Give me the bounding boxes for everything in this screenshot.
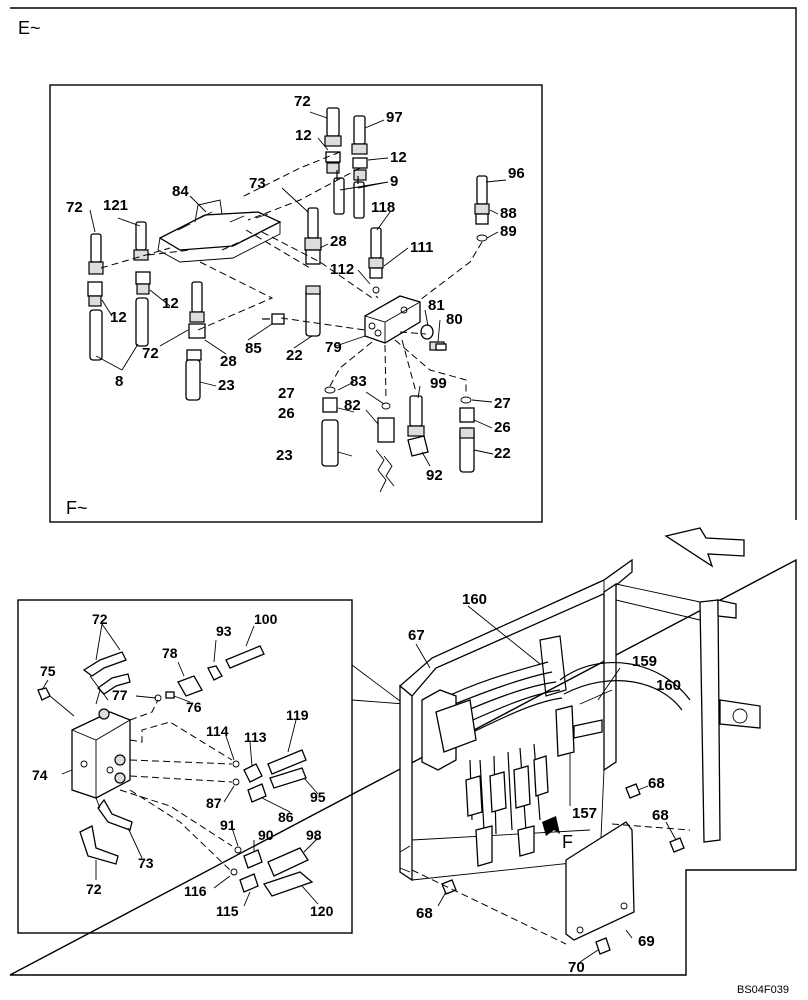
part-number-label: 67 (408, 627, 425, 644)
part-number-label: 88 (500, 205, 517, 222)
part-number-label: 76 (186, 699, 202, 715)
view-f-arrow (542, 816, 560, 836)
part-number-label: 160 (656, 677, 681, 694)
main-assembly-drawing: 160 67 159 160 68 157 68 68 69 70 F (398, 527, 761, 976)
part-number-label: 114 (206, 723, 229, 739)
part-number-label: 12 (390, 149, 407, 166)
part-number-label: 12 (110, 309, 127, 326)
part-number-label: 86 (278, 809, 294, 825)
part-number-label: 82 (344, 397, 361, 414)
part-number-label: 85 (245, 340, 262, 357)
part-number-label: 157 (572, 805, 597, 822)
part-number-label: 113 (244, 729, 267, 745)
part-number-label: 81 (428, 297, 445, 314)
part-number-label: 28 (220, 353, 237, 370)
part-number-label: 69 (638, 933, 655, 950)
part-number-label: 72 (294, 93, 311, 110)
part-number-label: 9 (390, 173, 398, 190)
part-number-label: 89 (500, 223, 517, 240)
part-number-label: 100 (254, 611, 278, 627)
part-number-label: 27 (494, 395, 511, 412)
part-number-label: 116 (184, 883, 207, 899)
part-number-label: 23 (218, 377, 235, 394)
view-label-f-detail: F~ (66, 498, 88, 518)
part-number-label: 26 (494, 419, 511, 436)
part-number-label: 27 (278, 385, 295, 402)
part-number-label: 75 (40, 663, 56, 679)
part-number-label: 73 (138, 855, 154, 871)
detail-f-drawing: 72 93 100 78 75 77 76 114 113 119 74 87 … (32, 611, 334, 919)
part-number-label: 93 (216, 623, 232, 639)
part-number-label: 26 (278, 405, 295, 422)
detail-f-frame (17, 599, 353, 934)
part-number-label: 79 (325, 339, 342, 356)
part-number-label: 68 (416, 905, 433, 922)
part-number-label: 73 (249, 175, 266, 192)
part-number-label: 72 (92, 611, 108, 627)
part-number-label: 8 (115, 373, 123, 390)
part-number-label: F (562, 832, 573, 852)
part-number-label: 99 (430, 375, 447, 392)
part-number-label: 72 (142, 345, 159, 362)
part-number-label: 97 (386, 109, 403, 126)
part-number-label: 96 (508, 165, 525, 182)
part-number-label: 12 (162, 295, 179, 312)
part-number-label: 83 (350, 373, 367, 390)
part-number-label: 80 (446, 311, 463, 328)
part-number-label: 111 (410, 239, 433, 256)
part-number-label: 119 (286, 707, 309, 723)
part-number-label: 159 (632, 653, 657, 670)
part-number-label: 77 (112, 687, 128, 703)
part-number-label: 12 (295, 127, 312, 144)
part-number-label: 68 (648, 775, 665, 792)
part-number-label: 72 (66, 199, 83, 216)
part-number-label: 78 (162, 645, 178, 661)
view-label-e: E~ (18, 18, 41, 38)
part-number-label: 90 (258, 827, 274, 843)
part-number-label: 95 (310, 789, 326, 805)
part-number-label: 160 (462, 591, 487, 608)
part-number-label: 112 (330, 261, 354, 278)
part-number-label: 87 (206, 795, 222, 811)
part-number-label: 74 (32, 767, 48, 783)
part-number-label: 22 (494, 445, 511, 462)
part-number-label: 92 (426, 467, 443, 484)
outer-frame (9, 7, 797, 976)
detail-e-drawing: 72 97 12 12 73 9 84 96 88 89 72 121 118 … (66, 93, 525, 493)
part-number-label: 28 (330, 233, 347, 250)
part-number-label: 120 (310, 903, 334, 919)
part-number-label: 115 (216, 903, 239, 919)
part-number-label: 84 (172, 183, 189, 200)
view-direction-arrow (664, 527, 745, 568)
part-number-label: 91 (220, 817, 236, 833)
part-number-label: 118 (371, 199, 395, 216)
detail-f-callout-lines (351, 664, 405, 705)
detail-e-frame (49, 84, 543, 523)
part-number-label: 121 (103, 197, 128, 214)
drawing-code: BS04F039 (737, 984, 789, 996)
part-number-label: 98 (306, 827, 322, 843)
part-number-label: 72 (86, 881, 102, 897)
part-number-label: 23 (276, 447, 293, 464)
part-number-label: 22 (286, 347, 303, 364)
part-number-label: 68 (652, 807, 669, 824)
part-number-label: 70 (568, 959, 585, 976)
